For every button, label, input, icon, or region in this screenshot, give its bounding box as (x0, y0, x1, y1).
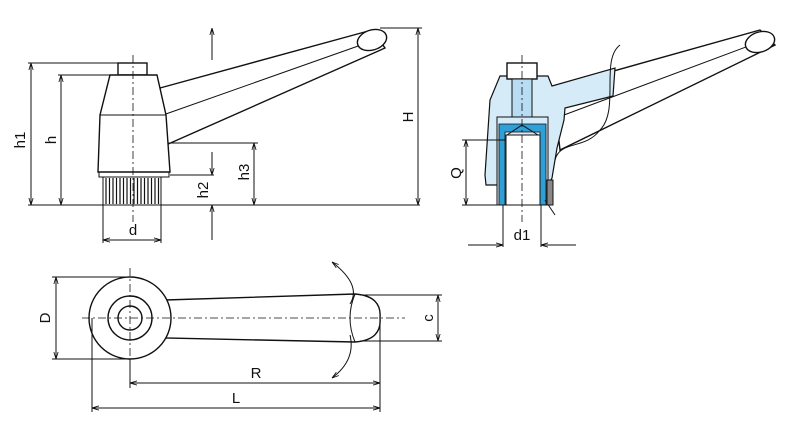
dim-D: D (37, 312, 54, 323)
rotation-arrow-icon (332, 262, 354, 305)
knob-body (97, 74, 171, 173)
dim-Q: Q (448, 167, 465, 179)
dim-h3: h3 (236, 164, 253, 181)
threaded-bore (505, 134, 541, 206)
lever-tip-section (744, 30, 776, 54)
dim-H: H (400, 112, 417, 123)
screw-cap (117, 62, 148, 76)
section-view: Q d1 (448, 29, 777, 247)
dim-c: c (420, 314, 437, 322)
dim-h: h (43, 136, 60, 144)
dim-R: R (251, 365, 262, 382)
top-view: D c R L (37, 262, 442, 412)
knurled-stud (102, 176, 162, 206)
lever-tip (356, 28, 388, 52)
dim-h2: h2 (195, 182, 212, 199)
dim-d1: d1 (514, 227, 531, 244)
dim-L: L (232, 390, 240, 407)
dim-d: d (129, 222, 137, 239)
side-view: h1 h h2 h3 H d (12, 27, 422, 243)
dim-h1: h1 (12, 132, 29, 149)
lever-arm (159, 29, 387, 147)
